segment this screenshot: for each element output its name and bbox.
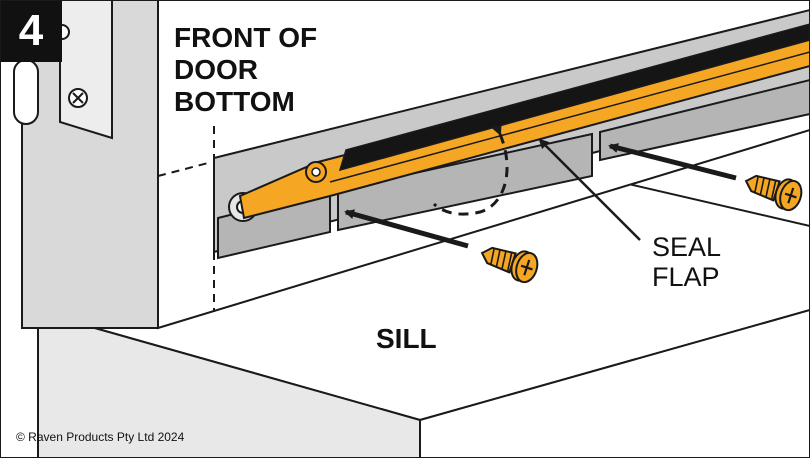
hinge-icon — [13, 0, 113, 140]
seal-label-line: SEAL — [652, 232, 722, 262]
seal-flap-label: SEAL FLAP — [652, 232, 721, 292]
rotation-arc — [432, 124, 509, 216]
seal-label-line: FLAP — [652, 262, 720, 292]
arrow-icon — [344, 209, 469, 249]
brush-strip — [338, 23, 810, 172]
front-label-line: FRONT OF — [174, 22, 318, 53]
front-label-line: DOOR — [174, 54, 258, 85]
copyright-notice: © Raven Products Pty Ltd 2024 — [16, 430, 185, 444]
sill — [35, 136, 810, 459]
front-label-line: BOTTOM — [174, 86, 295, 117]
seal-flap-pointer — [538, 138, 641, 241]
step-number-badge: 4 — [0, 0, 62, 62]
arrow-icon — [608, 143, 737, 181]
screw-icon — [740, 165, 807, 215]
sill-label: SILL — [376, 323, 437, 354]
front-of-door-bottom-label: FRONT OF DOOR BOTTOM — [174, 22, 317, 118]
